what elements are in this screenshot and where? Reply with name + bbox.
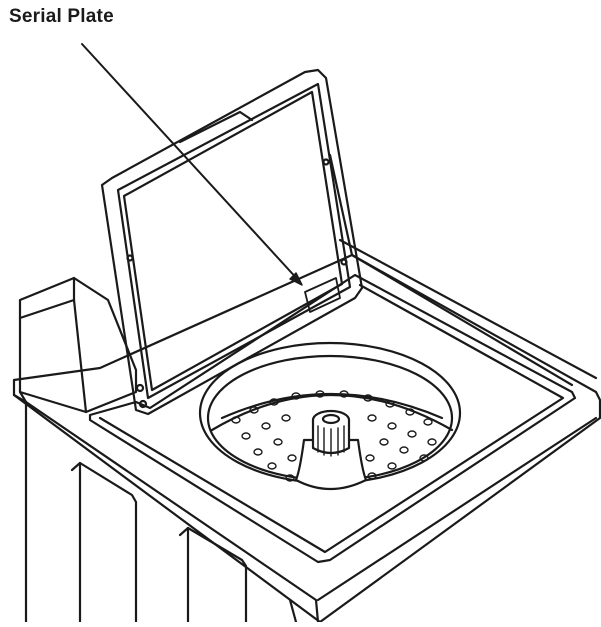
lid [100, 68, 364, 416]
deck-inner-edge [88, 273, 577, 564]
cabinet-top-front-edge [12, 378, 322, 624]
lid-screw [126, 254, 134, 262]
lid-inner-2 [122, 90, 344, 392]
lid-outer [100, 68, 364, 416]
lid-top-edge [178, 110, 254, 144]
tub-wall [210, 394, 454, 432]
deck-inner-edge-2 [98, 283, 565, 554]
leader-line [81, 43, 301, 283]
agitator-cap-center [321, 413, 341, 425]
agitator-cap-ribs [317, 425, 345, 457]
front-panel-left [70, 461, 138, 624]
rear-console-outline [328, 153, 574, 387]
cabinet [12, 253, 601, 624]
lid-screw [322, 158, 330, 166]
lid-screw [340, 258, 348, 266]
rear-console [328, 153, 598, 387]
console-outline [18, 276, 138, 414]
control-console [18, 276, 138, 414]
cabinet-corner [288, 598, 298, 624]
console-front [72, 298, 88, 414]
leader-arrowhead [289, 272, 303, 286]
serial-plate-label: Serial Plate [9, 6, 114, 27]
cabinet-right-lip [316, 416, 598, 602]
lid-hinge-screw [135, 383, 145, 393]
agitator [294, 409, 368, 490]
basket-holes [231, 390, 437, 482]
rear-console-top [338, 238, 598, 380]
console-face [18, 276, 76, 320]
cabinet-top-front-lip [12, 393, 320, 624]
lid-hinge-screw [138, 399, 148, 409]
front-panel-right [178, 526, 248, 624]
console-bottom [18, 390, 28, 404]
callout-leader [81, 43, 303, 286]
tub-ridge [220, 392, 444, 420]
lid-inner [116, 82, 352, 400]
agitator-body [294, 438, 368, 490]
cabinet-top-outer [12, 253, 601, 624]
serial-plate [304, 277, 341, 313]
